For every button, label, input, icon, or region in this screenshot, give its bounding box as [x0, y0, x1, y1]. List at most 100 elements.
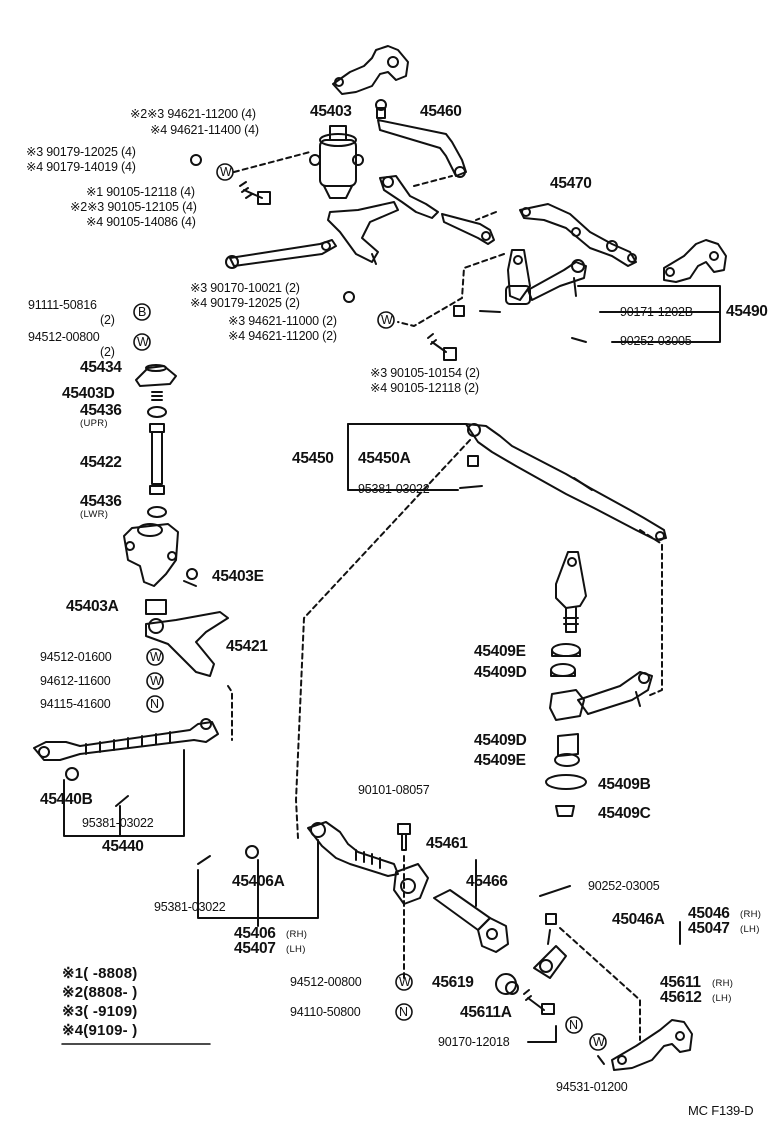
ref-label: ※4 90105-14086 (4): [86, 215, 196, 229]
dash-line: [227, 685, 233, 741]
idler-arm-assembly: [225, 125, 399, 269]
part-label: 45434: [80, 359, 122, 376]
part-label: 45047: [688, 920, 730, 937]
ref-label: 94512-00800: [290, 975, 362, 989]
ref-label: 90252-03005: [620, 334, 692, 348]
tie-rod-45440: [33, 718, 219, 807]
ref-label: 90170-12018: [438, 1035, 510, 1049]
ref-label: 90101-08057: [358, 783, 430, 797]
dash-line: [413, 175, 453, 187]
part-label: 45619: [432, 974, 474, 991]
nut-45403E: [186, 568, 198, 580]
nut-90179-b: [343, 291, 355, 303]
tie-rod-45460: [375, 99, 467, 178]
ref-label: 94512-00800: [28, 330, 100, 344]
dash-line: [559, 927, 641, 1041]
part-sub: (RH): [740, 909, 762, 920]
nut-symbol: N: [150, 697, 159, 711]
part-label: 45403: [310, 103, 352, 120]
part-label: 45409D: [474, 732, 527, 749]
part-label: 45421: [226, 638, 268, 655]
dash-line: [639, 529, 663, 697]
nut-45406A: [245, 845, 259, 859]
ref-label: 94110-50800: [290, 1005, 361, 1019]
bushing-45619: [495, 973, 519, 995]
ref-label: ※4 90179-12025 (2): [190, 296, 300, 310]
nut-90171: [453, 305, 465, 317]
part-sub: (LWR): [80, 509, 109, 520]
leader: [597, 1055, 605, 1065]
part-label: 45470: [550, 175, 592, 192]
ref-label: ※4 90105-12118 (2): [370, 381, 479, 395]
bolt-head-c: [541, 1003, 555, 1015]
part-label: 45436: [80, 402, 122, 419]
part-sub: (LH): [740, 924, 760, 935]
part-label: 45490: [726, 303, 768, 320]
ref-label: 90252-03005: [588, 879, 660, 893]
tie-rod-end-45046: [533, 913, 567, 979]
ref-label: 95381-03022: [154, 900, 226, 914]
ref-label: 95381-03022: [358, 482, 430, 496]
cotter-pin: [539, 885, 571, 897]
ref-label: ※3 90170-10021 (2): [190, 281, 300, 295]
bracket-45611: [611, 1019, 693, 1071]
ref-label: 94612-11600: [40, 674, 111, 688]
ref-label: 94531-01200: [556, 1080, 628, 1094]
part-label: 45403A: [66, 598, 119, 615]
part-label: 45440B: [40, 791, 93, 808]
nut-45450A: [467, 455, 479, 467]
leader: [183, 580, 197, 587]
figure-code: MC F139-D: [688, 1103, 754, 1118]
bolt-head-b: [443, 347, 457, 361]
part-label: 45046: [688, 905, 730, 922]
group-bracket: [347, 423, 459, 491]
part-sub: (RH): [712, 978, 734, 989]
relay-rod-45470: [379, 175, 637, 267]
ref-label: ※4 94621-11400 (4): [150, 123, 259, 137]
part-label: 45406: [234, 925, 276, 942]
ref-label: ※2※3 94621-11200 (4): [130, 107, 256, 121]
ref-label: 94115-41600: [40, 697, 111, 711]
part-label: 45422: [80, 454, 122, 471]
washer-symbol: W: [399, 975, 411, 989]
part-label: 45046A: [612, 911, 665, 928]
part-label: 45460: [420, 103, 462, 120]
ref-label: ※4 90179-14019 (4): [26, 160, 136, 174]
part-label: 45440: [102, 838, 144, 855]
tie-rod-45406: [307, 821, 399, 877]
part-label: 45409E: [474, 752, 526, 769]
ref-qty: (2): [100, 313, 115, 327]
ref-qty: (2): [100, 345, 115, 359]
ref-label: 91111-50816: [28, 298, 97, 312]
dash-line: [295, 439, 471, 839]
washer-symbol: W: [381, 313, 393, 327]
relay-rod-45450: [465, 423, 667, 541]
part-label: 45403D: [62, 385, 115, 402]
leader: [527, 1025, 557, 1043]
group-bracket: [577, 285, 721, 343]
part-label: 45409E: [474, 643, 526, 660]
part-label: 45409D: [474, 664, 527, 681]
part-label: 45611: [660, 974, 701, 991]
key-note-4: ※4(9109- ): [62, 1022, 138, 1039]
part-sub: (RH): [286, 929, 308, 940]
tube-45461: [393, 863, 509, 953]
part-label: 45450A: [358, 450, 411, 467]
leader: [479, 310, 501, 313]
part-label: 45436: [80, 493, 122, 510]
washer-symbol: W: [593, 1035, 605, 1049]
idler-arm-45490: [505, 249, 587, 305]
part-label: 45409B: [598, 776, 651, 793]
ref-label: ※1 90105-12118 (4): [86, 185, 195, 199]
ref-label: ※3 90179-12025 (4): [26, 145, 136, 159]
ref-label: ※4 94621-11200 (2): [228, 329, 337, 343]
part-sub: (UPR): [80, 418, 108, 429]
washer-symbol: W: [150, 650, 162, 664]
part-label: 45611A: [460, 1004, 512, 1021]
ref-label: ※3 90105-10154 (2): [370, 366, 480, 380]
part-label: 45612: [660, 989, 702, 1006]
cotter-pin: [459, 485, 483, 489]
part-label: 45450: [292, 450, 334, 467]
